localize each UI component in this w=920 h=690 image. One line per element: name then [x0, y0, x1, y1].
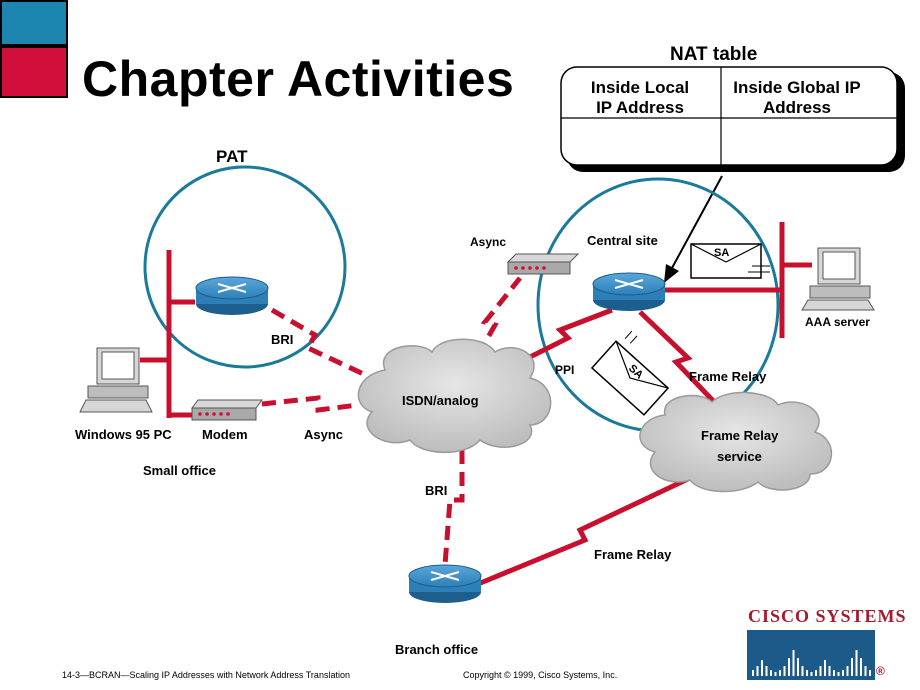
pat-circle	[143, 165, 347, 369]
logo-bar	[765, 666, 768, 676]
logo-bar	[801, 666, 804, 676]
logo-bar	[815, 670, 817, 676]
small-office-label: Small office	[143, 463, 216, 478]
logo-bar	[837, 672, 840, 676]
windows-pc-icon	[79, 347, 153, 413]
frame-relay-cloud	[639, 391, 832, 493]
async-label-bottom: Async	[304, 427, 344, 442]
logo-bar	[824, 660, 826, 676]
ppi-link	[518, 307, 613, 365]
logo-bar	[792, 650, 795, 676]
logo-bar	[819, 666, 822, 676]
sa-label-top: SA	[714, 247, 730, 259]
router-branch	[408, 564, 482, 603]
nat-table	[560, 66, 905, 172]
aaa-server-label: AAA server	[805, 315, 870, 329]
bri-label-bottom: BRI	[425, 483, 448, 498]
isdn-cloud-label: ISDN/analog	[402, 393, 479, 408]
logo-bar	[828, 666, 831, 676]
frame-relay-cloud-label-1: Frame Relay	[701, 428, 779, 443]
modem-central	[506, 253, 580, 275]
branch-office-label: Branch office	[395, 642, 479, 657]
footer-copyright: Copyright © 1999, Cisco Systems, Inc.	[463, 670, 618, 680]
sa-envelope-mid	[590, 330, 670, 416]
frame-relay-label-top: Frame Relay	[689, 369, 767, 384]
cisco-logo-text: CISCO SYSTEMS	[748, 606, 907, 626]
bri-label-top: BRI	[271, 332, 294, 347]
logo-bar	[774, 672, 777, 676]
logo-bar	[761, 660, 763, 676]
pat-label: PAT	[216, 147, 248, 166]
logo-bar	[864, 666, 867, 676]
cisco-logo-bars	[747, 630, 875, 680]
bri-link-small-office	[270, 307, 374, 381]
logo-bar	[833, 670, 835, 676]
async-link-central	[475, 276, 522, 357]
isdn-cloud	[357, 338, 552, 454]
frame-relay-label-bottom: Frame Relay	[594, 547, 672, 562]
logo-bar	[860, 658, 862, 676]
logo-bar	[783, 666, 786, 676]
logo-bar	[842, 670, 844, 676]
footer-course-text: 14-3—BCRAN—Scaling IP Addresses with Net…	[62, 670, 350, 680]
windows-pc-label: Windows 95 PC	[75, 427, 172, 442]
nat-table-title: NAT table	[670, 44, 758, 65]
logo-bar	[756, 666, 759, 676]
logo-bar	[846, 666, 849, 676]
logo-bar	[770, 670, 772, 676]
async-link-modem	[261, 395, 359, 413]
logo-bar	[752, 670, 754, 676]
central-site-label: Central site	[587, 233, 658, 248]
logo-bar	[806, 670, 808, 676]
logo-bar	[797, 658, 799, 676]
frame-relay-cloud-label-2: service	[717, 449, 762, 464]
logo-bar	[855, 650, 858, 676]
bri-link-branch	[442, 450, 465, 566]
accent-block-teal	[0, 0, 68, 46]
aaa-server-icon	[801, 247, 875, 311]
registered-mark: ®	[876, 664, 885, 678]
async-label-top: Async	[470, 235, 507, 249]
modem-label: Modem	[202, 427, 248, 442]
logo-bar	[869, 670, 871, 676]
router-small-office	[195, 276, 269, 315]
page-title: Chapter Activities	[82, 51, 515, 107]
accent-block-red	[0, 46, 68, 98]
logo-bar	[788, 658, 790, 676]
modem-small-office	[191, 399, 263, 421]
frame-relay-central-link	[638, 310, 722, 410]
router-central	[592, 272, 666, 311]
logo-bar	[779, 670, 781, 676]
ppi-label: PPI	[555, 363, 575, 377]
frame-relay-branch-link	[477, 475, 692, 587]
nat-arrow	[664, 175, 723, 283]
sa-envelope-top	[690, 243, 770, 279]
logo-bar	[851, 658, 853, 676]
logo-bar	[810, 672, 813, 676]
